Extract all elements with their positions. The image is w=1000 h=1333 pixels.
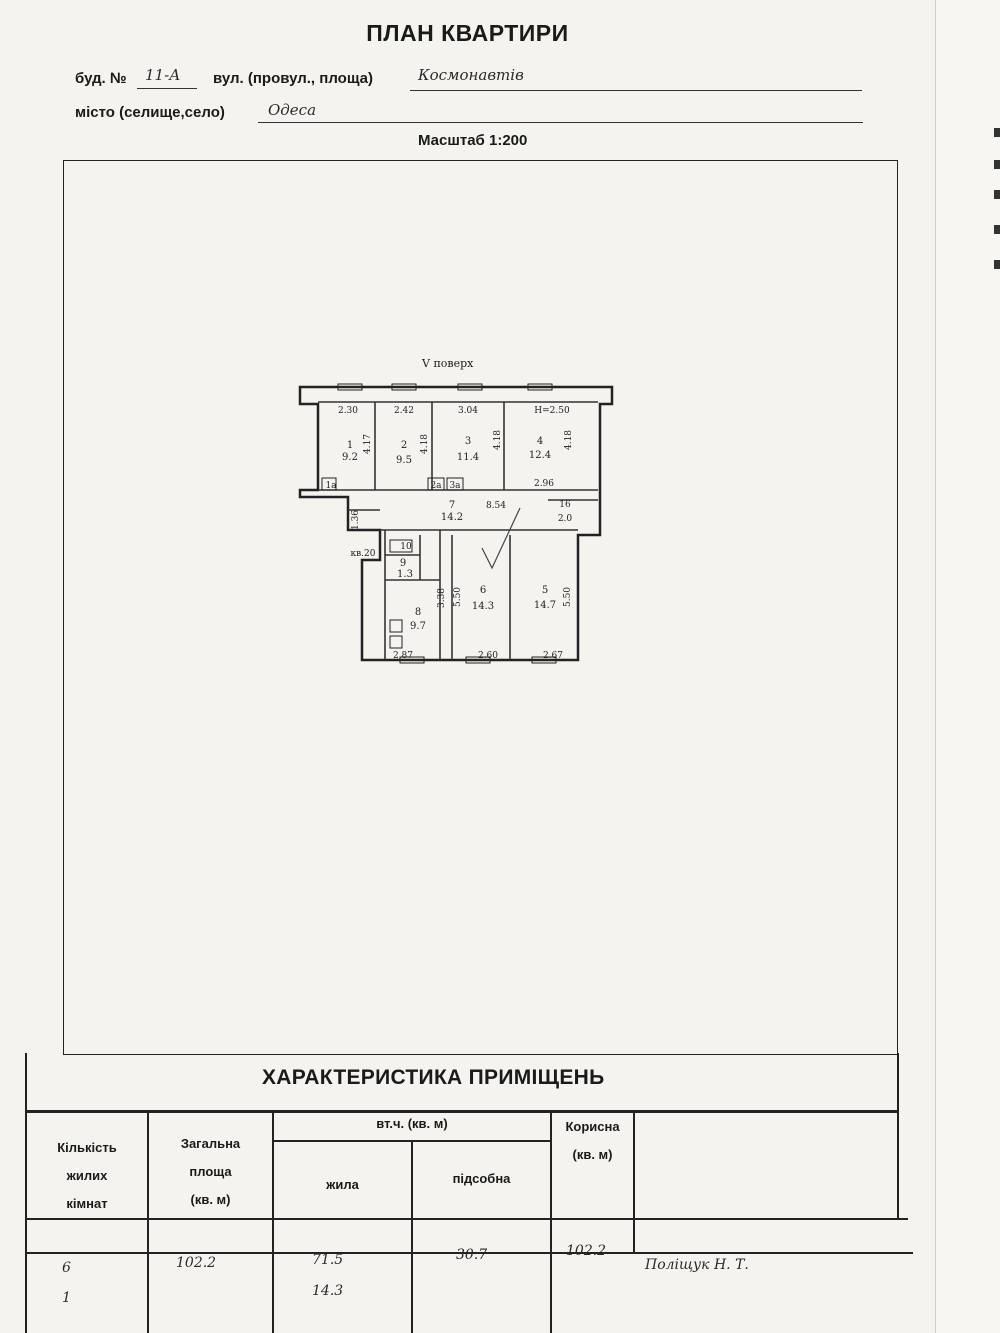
city-label: місто (селище,село) <box>75 104 225 121</box>
header-rooms-line1: Кількість <box>57 1140 117 1155</box>
small-label: 2а <box>430 481 442 491</box>
dimension: 5.50 <box>563 587 573 607</box>
city-name: Одеса <box>268 101 317 119</box>
room-area: 12.4 <box>529 450 551 461</box>
building-label: буд. № <box>75 70 127 87</box>
row1-living: 71.5 <box>312 1252 344 1268</box>
room-area: 14.7 <box>534 600 556 611</box>
building-number: 11-А <box>145 66 181 84</box>
header-rooms-line2: жилих <box>66 1168 108 1183</box>
header-total-line2: площа <box>189 1164 232 1179</box>
dimension: 4.18 <box>564 430 574 450</box>
small-label: 2.0 <box>558 514 573 524</box>
small-label: 3а <box>449 481 461 491</box>
dimension: 3.04 <box>458 406 478 416</box>
table-line <box>25 1218 908 1220</box>
room-area: 9.2 <box>342 452 358 463</box>
small-label: кв.20 <box>350 549 375 559</box>
row1-signature: Поліщук Н. Т. <box>645 1257 749 1273</box>
plan-frame <box>63 160 898 1055</box>
table-line <box>25 1252 913 1254</box>
row2-living: 14.3 <box>312 1283 344 1299</box>
dimension: 2.87 <box>393 651 413 661</box>
page-mark <box>994 160 1000 169</box>
room-number: 2 <box>401 440 407 451</box>
floor-label: V поверх <box>422 357 474 370</box>
building-underline <box>137 88 197 89</box>
dimension: 2.30 <box>338 406 358 416</box>
room-area: 1.3 <box>397 569 413 580</box>
dimension: H=2.50 <box>534 406 570 416</box>
page-mark <box>994 225 1000 234</box>
table-line <box>25 1053 27 1333</box>
table-line <box>147 1111 149 1333</box>
room-number: 1 <box>347 440 353 451</box>
header-useful-line2: (кв. м) <box>572 1147 613 1162</box>
dimension: 4.18 <box>493 430 503 450</box>
dimension: 4.17 <box>363 434 373 454</box>
room-number: 4 <box>537 436 543 447</box>
row1-total: 102.2 <box>176 1255 217 1271</box>
table-line <box>25 1111 898 1113</box>
document-title: ПЛАН КВАРТИРИ <box>366 20 569 46</box>
dimension: 1.36 <box>351 510 361 530</box>
table-line <box>550 1111 552 1333</box>
header-rooms-line3: кімнат <box>66 1196 108 1211</box>
row1-auxiliary: 30.7 <box>456 1247 488 1263</box>
room-number: 7 <box>449 500 455 511</box>
table-line <box>411 1140 413 1333</box>
header-living: жила <box>326 1177 359 1192</box>
room-number: 5 <box>542 585 548 596</box>
dimension: 2.42 <box>394 406 414 416</box>
small-label: 16 <box>559 500 571 510</box>
room-area: 11.4 <box>457 452 479 463</box>
room-number: 8 <box>415 607 421 618</box>
row2-rooms: 1 <box>62 1290 71 1306</box>
small-label: 10 <box>400 542 412 552</box>
dimension: 4.18 <box>420 434 430 454</box>
dimension: 2.96 <box>534 479 554 489</box>
table-line <box>633 1111 635 1252</box>
room-area: 9.5 <box>396 455 412 466</box>
characteristics-title: ХАРАКТЕРИСТИКА ПРИМІЩЕНЬ <box>262 1066 605 1089</box>
street-name: Космонавтів <box>418 66 524 84</box>
page-mark <box>994 260 1000 269</box>
adjacent-page-edge <box>935 0 1000 1333</box>
table-line <box>272 1111 274 1333</box>
dimension: 2.60 <box>478 651 498 661</box>
dimension: 3.38 <box>437 588 447 608</box>
scale-label: Масштаб 1:200 <box>418 132 528 149</box>
room-number: 6 <box>480 585 486 596</box>
room-number: 3 <box>465 436 471 447</box>
dimension: 5.50 <box>453 587 463 607</box>
dimension: 2.67 <box>543 651 563 661</box>
document-sheet: ПЛАН КВАРТИРИ буд. № 11-А вул. (провул.,… <box>0 0 935 1333</box>
header-useful-line1: Корисна <box>565 1119 620 1134</box>
row1-rooms: 6 <box>62 1260 71 1276</box>
room-number: 9 <box>400 558 406 569</box>
page-mark <box>994 190 1000 199</box>
street-underline <box>410 90 862 91</box>
row1-useful: 102.2 <box>566 1243 607 1259</box>
room-area: 14.2 <box>441 512 463 523</box>
room-area: 9.7 <box>410 621 426 632</box>
header-total-line1: Загальна <box>180 1136 241 1151</box>
table-line <box>897 1053 899 1218</box>
dimension: 8.54 <box>486 501 506 511</box>
page-mark <box>994 128 1000 137</box>
header-total-line3: (кв. м) <box>190 1192 231 1207</box>
small-label: 1а <box>325 481 337 491</box>
street-label: вул. (провул., площа) <box>213 70 373 87</box>
city-underline <box>258 122 863 123</box>
header-auxiliary: підсобна <box>452 1171 511 1186</box>
room-area: 14.3 <box>472 601 494 612</box>
header-including: вт.ч. (кв. м) <box>376 1116 448 1131</box>
floor-plan-drawing: 1 9.2 2 9.5 3 11.4 4 12.4 5 14.7 6 14.3 … <box>298 383 614 664</box>
